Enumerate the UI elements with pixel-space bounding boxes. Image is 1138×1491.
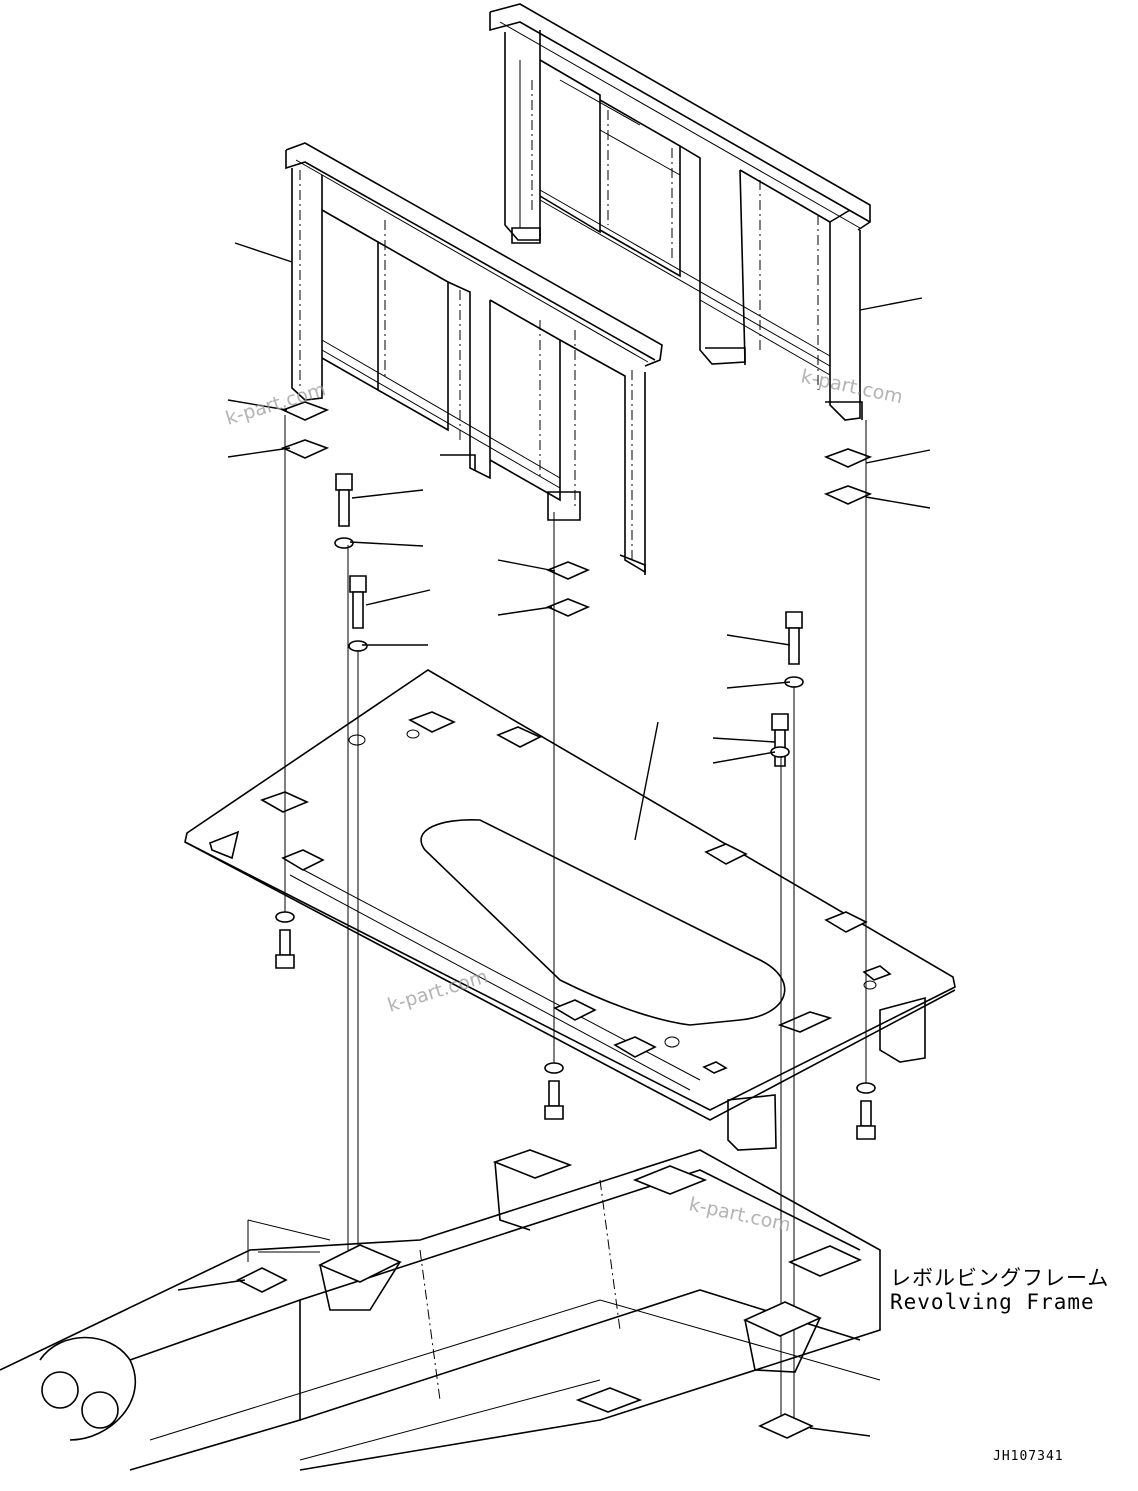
leader-lines <box>177 242 931 1437</box>
watermark-4: k-part.com <box>687 1193 793 1236</box>
front-frame-assembly <box>285 142 663 575</box>
revolving-frame-label-jp: レボルビングフレーム <box>890 1266 1110 1290</box>
watermark-1: k-part.com <box>223 378 328 429</box>
drawing-id: JH107341 <box>993 1449 1064 1464</box>
revolving-frame <box>0 1149 881 1471</box>
watermark-3: k-part.com <box>385 965 490 1016</box>
floor-plate <box>184 669 956 1151</box>
bolts-and-washers <box>334 473 804 767</box>
rear-frame-assembly <box>489 3 871 421</box>
alignment-lines <box>284 415 867 1420</box>
revolving-frame-label-en: Revolving Frame <box>890 1290 1095 1314</box>
shim-plates <box>280 401 873 617</box>
